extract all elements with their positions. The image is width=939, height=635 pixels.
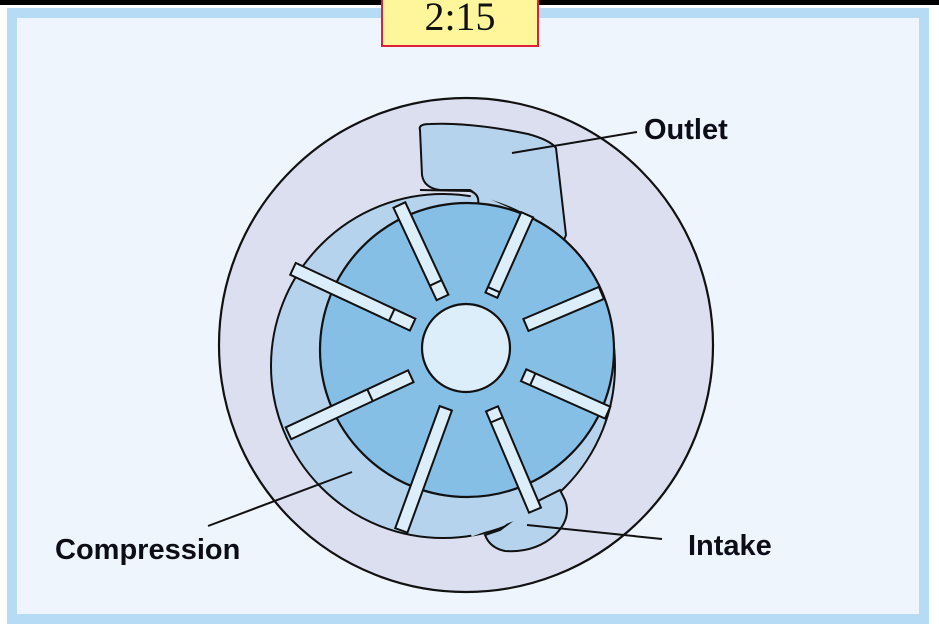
label-outlet: Outlet [644, 114, 728, 146]
vane-right-lower [519, 367, 612, 420]
vane-bottom-right [484, 405, 543, 515]
vane-left-upper [288, 261, 417, 332]
vane-top-left [392, 200, 450, 302]
vane-left-lower [284, 368, 415, 441]
timer-box: 2:15 [381, 0, 539, 47]
label-compression: Compression [55, 534, 241, 566]
outlet-leader-line [511, 131, 638, 154]
vane-bottom-left [393, 404, 454, 534]
rotor-hub [420, 302, 512, 394]
label-intake: Intake [688, 530, 772, 562]
vanes [284, 200, 612, 534]
timer-value: 2:15 [424, 0, 496, 39]
compression-leader-line [207, 471, 353, 527]
intake-leader-line [526, 524, 663, 540]
intake-port [483, 488, 568, 553]
vane-right-upper [522, 285, 606, 333]
vane-top-right [484, 210, 535, 300]
